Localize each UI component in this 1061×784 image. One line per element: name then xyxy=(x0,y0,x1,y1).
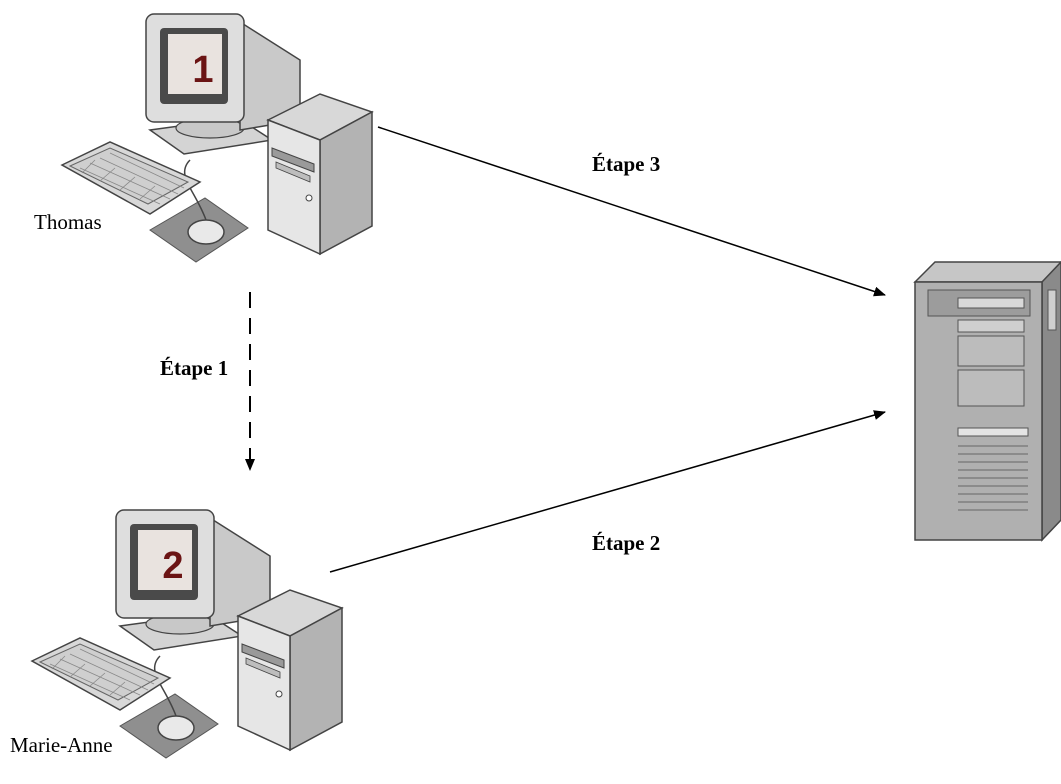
arrow-step2 xyxy=(329,410,886,573)
screen-number-1: 1 xyxy=(192,49,213,91)
user-label-marie-anne: Marie-Anne xyxy=(10,733,113,757)
screen-number-2: 2 xyxy=(162,545,183,587)
step1-label: Étape 1 xyxy=(160,356,229,380)
server-icon xyxy=(913,260,1061,542)
user-label-thomas: Thomas xyxy=(34,210,102,234)
step2-label: Étape 2 xyxy=(592,531,661,555)
workstation-thomas: 1 xyxy=(61,13,373,263)
workstation-marie-anne: 2 xyxy=(31,509,343,759)
step3-label: Étape 3 xyxy=(592,152,661,176)
arrow-step3 xyxy=(377,126,886,297)
